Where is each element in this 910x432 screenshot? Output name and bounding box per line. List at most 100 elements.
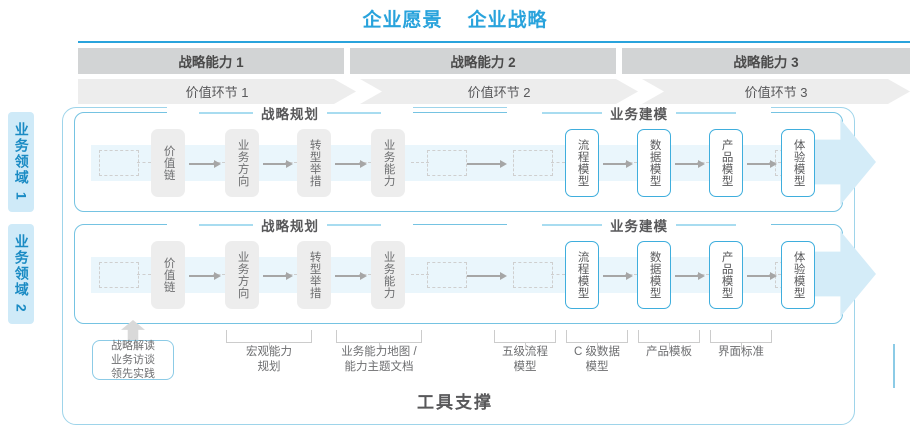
tool-label-ui-standard: 界面标准 — [718, 346, 764, 358]
step-arrow-icon — [747, 272, 777, 280]
value-link-segment-1[interactable]: 价值环节 1 — [78, 79, 356, 104]
value-link-chevron-2 — [360, 79, 638, 104]
step-arrow-icon — [335, 160, 367, 168]
capability-segment-3[interactable]: 战略能力 3 — [622, 48, 910, 74]
node-value-chain[interactable]: 价值链 — [151, 241, 185, 309]
node-business-capability[interactable]: 业务能力 — [371, 241, 405, 309]
step-arrow-icon — [675, 272, 705, 280]
placeholder-slot — [99, 262, 139, 288]
node-label: 价值链 — [162, 145, 175, 181]
placeholder-slot — [513, 150, 553, 176]
value-link-band: 价值环节 1 价值环节 2 价值环节 3 — [78, 79, 910, 104]
section-header-modeling-label: 业务建模 — [610, 107, 668, 122]
node-label: 业务能力 — [382, 251, 395, 299]
section-rule-left — [199, 112, 253, 114]
node-label: 业务方向 — [236, 251, 249, 299]
node-label: 转型举措 — [308, 251, 321, 299]
section-rule-right — [327, 112, 381, 114]
node-transformation-measures[interactable]: 转型举措 — [297, 129, 331, 197]
node-product-model[interactable]: 产品模型 — [709, 129, 743, 197]
step-arrow-icon — [263, 272, 293, 280]
value-link-segment-3[interactable]: 价值环节 3 — [642, 79, 910, 104]
section-rule-right — [676, 224, 736, 226]
tool-label-product-template: 产品模板 — [646, 346, 692, 358]
node-label: 价值链 — [162, 257, 175, 293]
flow-arrow-icon — [810, 231, 876, 317]
dashed-connector — [411, 162, 429, 163]
step-arrow-icon — [263, 160, 293, 168]
node-business-direction[interactable]: 业务方向 — [225, 129, 259, 197]
tool-label-capability-map: 业务能力地图 / 能力主题文档 — [341, 346, 417, 373]
node-experience-model[interactable]: 体验模型 — [781, 241, 815, 309]
domain-label-2[interactable]: 业务领域 2 — [8, 224, 34, 324]
node-value-chain[interactable]: 价值链 — [151, 129, 185, 197]
flow-arrow-icon — [810, 119, 876, 205]
domain-label-1[interactable]: 业务领域 1 — [8, 112, 34, 212]
section-rule-right — [676, 112, 736, 114]
domain-label-1-text: 业务领域 1 — [13, 122, 30, 202]
section-rule-left — [199, 224, 253, 226]
section-header-planning: 战略规划 — [167, 104, 413, 122]
node-label: 转型举措 — [308, 139, 321, 187]
section-header-modeling: 业务建模 — [507, 216, 771, 234]
node-label: 流程模型 — [576, 139, 589, 187]
node-label: 体验模型 — [792, 251, 805, 299]
bracket-connector — [336, 330, 422, 350]
node-transformation-measures[interactable]: 转型举措 — [297, 241, 331, 309]
step-arrow-icon — [189, 160, 221, 168]
value-link-chevron-3 — [642, 79, 910, 104]
node-label: 流程模型 — [576, 251, 589, 299]
step-arrow-icon — [603, 272, 633, 280]
dashed-connector — [137, 274, 151, 275]
tool-item-strategy-interpretation[interactable]: 战略解读 业务访谈 领先实践 — [92, 340, 174, 380]
section-header-modeling: 业务建模 — [507, 104, 771, 122]
tool-label-macro-capability: 宏观能力 规划 — [246, 346, 292, 373]
capability-segment-2-label: 战略能力 2 — [450, 55, 516, 70]
node-experience-model[interactable]: 体验模型 — [781, 129, 815, 197]
bracket-connector — [226, 330, 312, 350]
section-header-planning: 战略规划 — [167, 216, 413, 234]
capability-band: 战略能力 1 战略能力 2 战略能力 3 — [78, 48, 910, 74]
tool-support-caption: 工具支撑 — [417, 393, 493, 412]
placeholder-slot — [513, 262, 553, 288]
node-label: 业务能力 — [382, 139, 395, 187]
step-arrow-icon — [467, 272, 507, 280]
node-process-model[interactable]: 流程模型 — [565, 129, 599, 197]
bracket-connector — [710, 330, 772, 350]
domain-row-1: 战略规划 业务建模 价值链 业务方向 转型举措 — [74, 104, 876, 212]
value-link-segment-1-label: 价值环节 1 — [185, 85, 249, 100]
section-header-planning-label: 战略规划 — [261, 107, 319, 122]
step-arrow-icon — [603, 160, 633, 168]
page-title: 企业愿景 企业战略 — [362, 10, 548, 31]
section-header-planning-label: 战略规划 — [261, 219, 319, 234]
value-link-chevron-1 — [78, 79, 356, 104]
node-label: 数据模型 — [648, 251, 661, 299]
tool-label-c-level-data: C 级数据 模型 — [574, 346, 620, 373]
capability-segment-1[interactable]: 战略能力 1 — [78, 48, 344, 74]
step-arrow-icon — [747, 160, 777, 168]
node-data-model[interactable]: 数据模型 — [637, 241, 671, 309]
placeholder-slot — [427, 150, 467, 176]
header-divider — [78, 41, 910, 43]
value-link-segment-2[interactable]: 价值环节 2 — [360, 79, 638, 104]
node-label: 数据模型 — [648, 139, 661, 187]
dashed-connector — [137, 162, 151, 163]
node-process-model[interactable]: 流程模型 — [565, 241, 599, 309]
dashed-connector — [551, 162, 565, 163]
tool-label-five-level-process: 五级流程 模型 — [502, 346, 548, 373]
node-label: 体验模型 — [792, 139, 805, 187]
node-product-model[interactable]: 产品模型 — [709, 241, 743, 309]
node-business-direction[interactable]: 业务方向 — [225, 241, 259, 309]
bracket-connector — [494, 330, 556, 350]
right-accent-bar — [893, 344, 895, 388]
node-business-capability[interactable]: 业务能力 — [371, 129, 405, 197]
placeholder-slot — [99, 150, 139, 176]
domain-row-2: 战略规划 业务建模 价值链 业务方向 转型举措 业务能力 — [74, 216, 876, 324]
section-header-modeling-label: 业务建模 — [610, 219, 668, 234]
step-arrow-icon — [189, 272, 221, 280]
node-label: 业务方向 — [236, 139, 249, 187]
node-data-model[interactable]: 数据模型 — [637, 129, 671, 197]
step-arrow-icon — [467, 160, 507, 168]
capability-segment-2[interactable]: 战略能力 2 — [350, 48, 616, 74]
